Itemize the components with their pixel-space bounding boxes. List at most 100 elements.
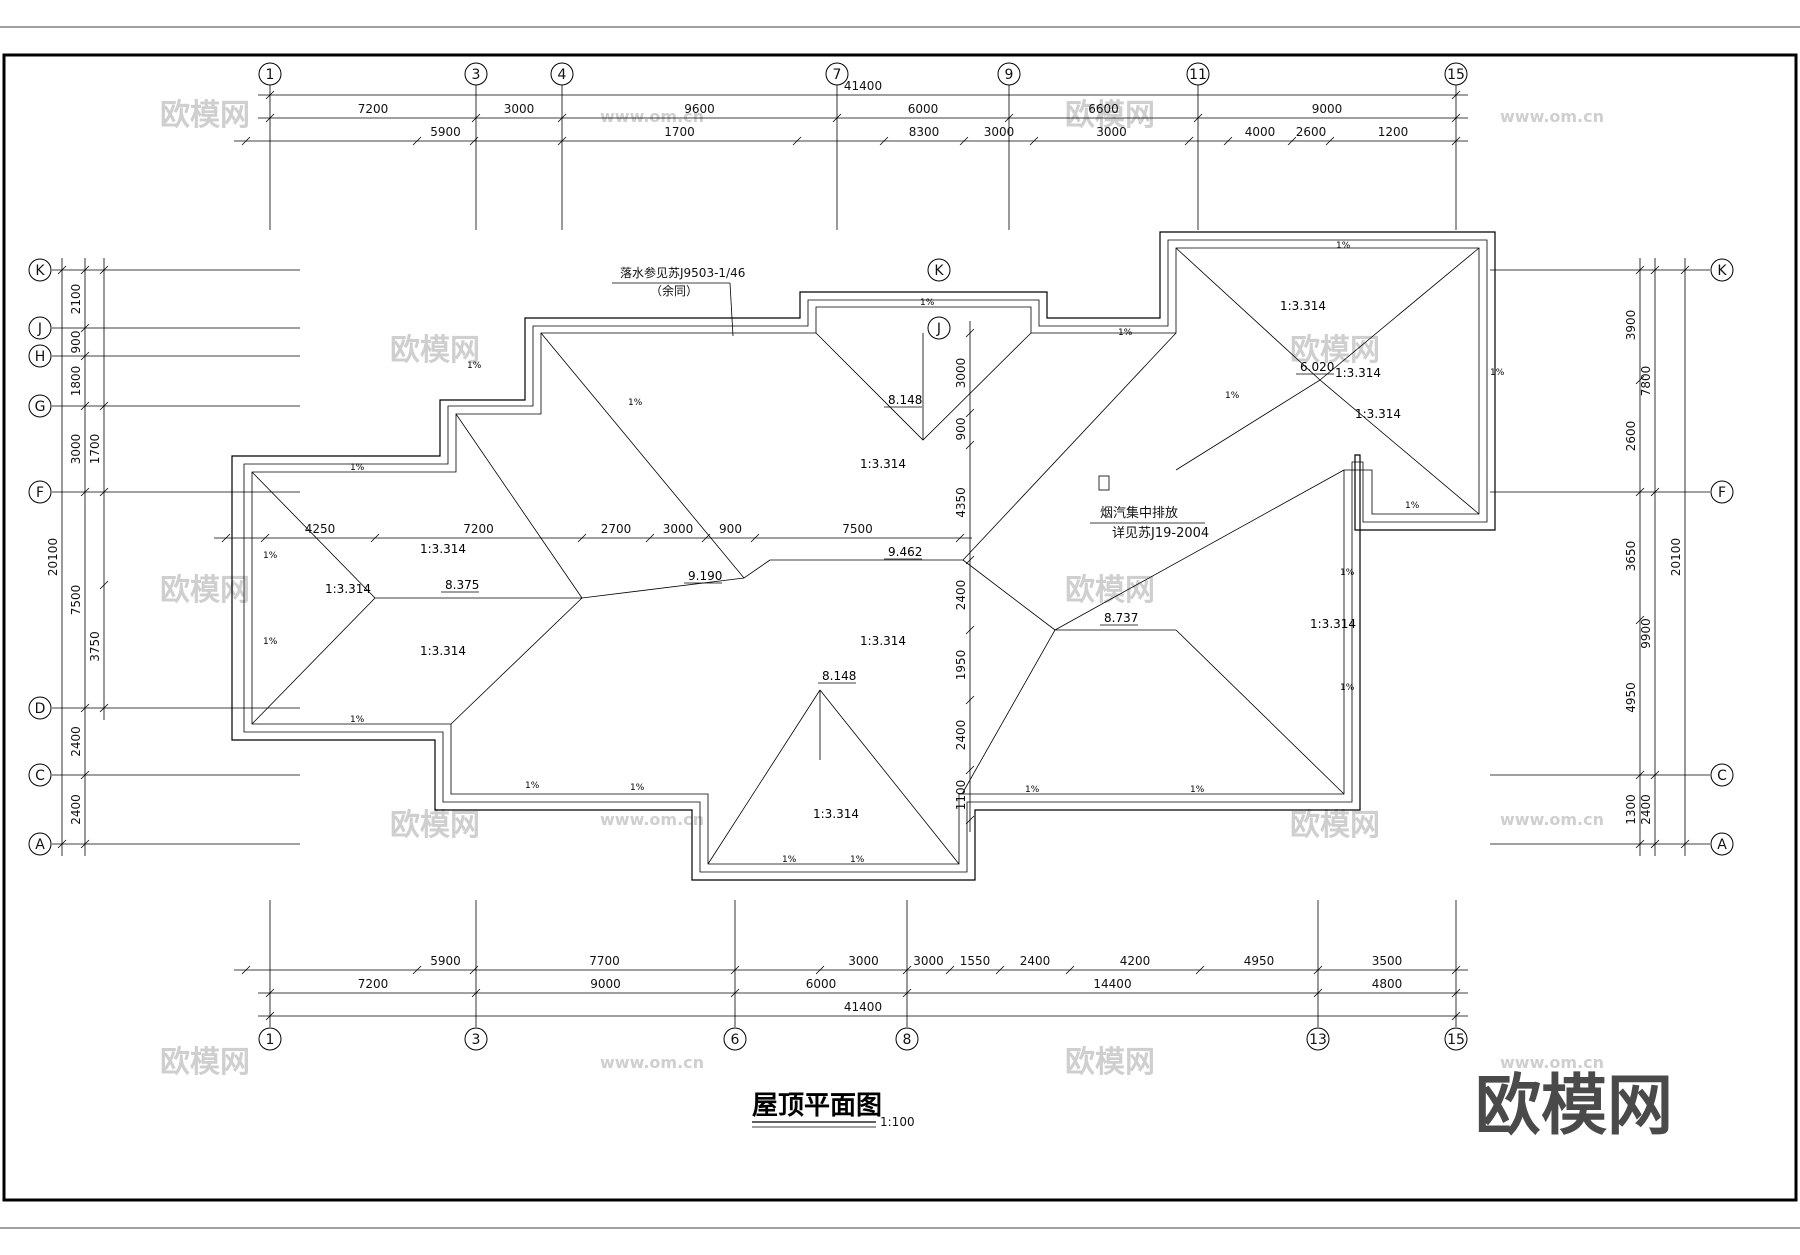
gutter-slope-label: 1%: [1340, 683, 1355, 693]
gutter-slope-label: 1%: [782, 855, 797, 865]
slope-label: 1:3.314: [1280, 299, 1326, 313]
watermark-brand: 欧模网: [160, 98, 250, 133]
slope-label: 1:3.314: [325, 582, 371, 596]
elevation-label: 8.375: [445, 578, 479, 592]
axis-bubble: 15: [1444, 1027, 1468, 1051]
dim-label: 900: [719, 522, 742, 536]
axis-bubble: H: [28, 344, 52, 368]
axis-label: K: [1717, 263, 1727, 279]
dim-label: 3000: [663, 522, 694, 536]
axis-bubble: 7: [825, 62, 849, 86]
dim-label: 6600: [1088, 102, 1119, 116]
axis-bubble: 4: [550, 62, 574, 86]
drain-note-sub: （余同）: [650, 283, 698, 298]
dim-label: 7500: [842, 522, 873, 536]
dim-label: 3500: [1372, 954, 1403, 968]
gutter-slope-label: 1%: [1336, 241, 1351, 251]
axis-bubble: A: [28, 832, 52, 856]
axis-label: G: [35, 399, 46, 415]
dim-label: 1100: [954, 780, 968, 811]
dim-label: 3000: [69, 434, 83, 465]
axis-label: 11: [1189, 67, 1207, 83]
gutter-slope-label: 1%: [920, 298, 935, 308]
annotations: 落水参见苏J9503-1/46 （余同） 烟汽集中排放 详见苏J19-2004: [612, 265, 1209, 541]
dim-label: 4800: [1372, 977, 1403, 991]
axis-label: C: [35, 768, 45, 784]
axis-bubble: 1: [258, 1027, 282, 1051]
elevation-label: 9.190: [688, 569, 722, 583]
axis-bubble: 15: [1444, 62, 1468, 86]
dim-label: 3000: [1096, 125, 1127, 139]
axis-label: 15: [1447, 67, 1465, 83]
dim-label: 1700: [88, 434, 102, 465]
dim-label: 6000: [806, 977, 837, 991]
dim-label: 6000: [908, 102, 939, 116]
dim-label: 20100: [46, 538, 60, 576]
axis-bubble: F: [1710, 480, 1734, 504]
dim-label: 41400: [844, 1000, 882, 1014]
watermark-brand: 欧模网: [1065, 573, 1155, 608]
dim-label: 2400: [69, 794, 83, 825]
watermark-site: www.om.cn: [1500, 1053, 1604, 1072]
gutter-slope-label: 1%: [1405, 501, 1420, 511]
dim-label: 9900: [1639, 618, 1653, 649]
dim-label: 3000: [954, 358, 968, 389]
axis-label: 6: [731, 1032, 740, 1048]
dim-label: 9000: [1312, 102, 1343, 116]
axis-bubble: 8: [895, 1027, 919, 1051]
axis-label: A: [35, 837, 45, 853]
gutter-slope-label: 1%: [850, 855, 865, 865]
dim-label: 2400: [1639, 794, 1653, 825]
dim-label: 7200: [463, 522, 494, 536]
gutter-slope-label: 1%: [1190, 785, 1205, 795]
dim-label: 3000: [913, 954, 944, 968]
dim-label: 4950: [1244, 954, 1275, 968]
axis-bubble: 13: [1306, 1027, 1330, 1051]
dim-label: 3000: [984, 125, 1015, 139]
axis-bubble: K: [28, 258, 52, 282]
elevation-label: 8.148: [888, 393, 922, 407]
axis-bubble: J: [28, 316, 52, 340]
elevation-label: 8.148: [822, 669, 856, 683]
dim-label: 7200: [358, 102, 389, 116]
slope-label: 1:3.314: [860, 634, 906, 648]
dim-label: 20100: [1669, 538, 1683, 576]
gutter-slope-label: 1%: [628, 398, 643, 408]
dim-label: 900: [69, 331, 83, 354]
axis-label: J: [37, 321, 42, 337]
axis-label: F: [36, 485, 44, 501]
dim-label: 3900: [1624, 310, 1638, 341]
dim-label: 5900: [430, 125, 461, 139]
slope-label: 1:3.314: [420, 644, 466, 658]
dim-label: 3750: [88, 631, 102, 662]
watermark-site: www.om.cn: [600, 810, 704, 829]
axis-bubble: A: [1710, 832, 1734, 856]
brand-logo: 欧模网: [1475, 1067, 1673, 1144]
axis-bubble: K: [1710, 258, 1734, 282]
slope-label: 1:3.314: [420, 542, 466, 556]
axis-label: 3: [472, 1032, 481, 1048]
axis-bubble: C: [1710, 763, 1734, 787]
dim-label: 2700: [601, 522, 632, 536]
dim-label: 9000: [590, 977, 621, 991]
dim-label: 4250: [305, 522, 336, 536]
gutter-slope-label: 1%: [1225, 391, 1240, 401]
axis-label: 13: [1309, 1032, 1327, 1048]
watermark-site: www.om.cn: [600, 1053, 704, 1072]
elevation-label: 8.737: [1104, 611, 1138, 625]
gutter-slope-label: 1%: [1490, 368, 1505, 378]
dim-label: 2600: [1296, 125, 1327, 139]
dim-label: 2600: [1624, 421, 1638, 452]
axis-label: A: [1717, 837, 1727, 853]
dim-label: 4950: [1624, 682, 1638, 713]
slope-label: 1:3.314: [860, 457, 906, 471]
axis-label: J: [936, 321, 941, 337]
dim-label: 9600: [684, 102, 715, 116]
dim-label: 3000: [848, 954, 879, 968]
drain-note: 落水参见苏J9503-1/46: [620, 265, 745, 280]
watermark-brand: 欧模网: [1065, 98, 1155, 133]
dim-label: 4200: [1120, 954, 1151, 968]
watermark-brand: 欧模网: [390, 333, 480, 368]
